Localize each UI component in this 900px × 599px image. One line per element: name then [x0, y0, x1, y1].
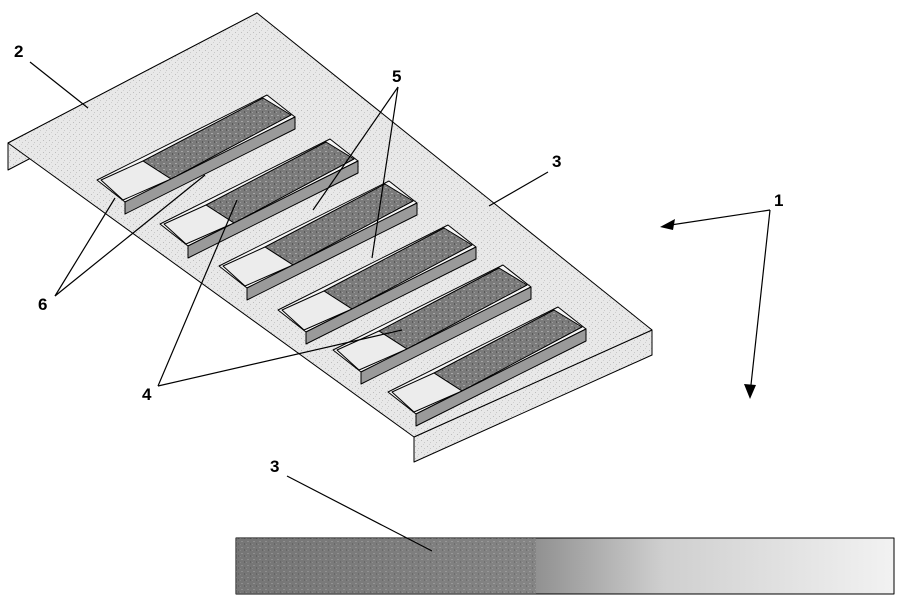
leader-frame — [29, 61, 89, 109]
label-flat-zones: 4 — [142, 385, 152, 404]
leader-slot-b — [54, 174, 206, 297]
slot-4-lip — [305, 246, 477, 345]
leader-zone-b — [157, 329, 403, 387]
reference-numerals: 2 5 3 1 6 4 3 — [14, 42, 783, 476]
leader-recess-b — [371, 86, 399, 259]
rim-detail — [235, 537, 895, 595]
leader-rim — [488, 171, 549, 207]
leader-lines — [29, 61, 771, 552]
label-assembly: 1 — [774, 191, 783, 210]
slot-5-lip — [360, 286, 532, 385]
slot-1-lip — [124, 116, 296, 215]
rim-detail-texture — [236, 538, 536, 594]
label-recesses: 5 — [392, 67, 401, 86]
arrowhead-assembly-b — [744, 384, 756, 399]
label-slots: 6 — [38, 295, 47, 314]
slot-6-lip — [415, 328, 587, 427]
leader-recess-a — [312, 86, 399, 211]
leader-zone-a — [157, 199, 238, 387]
slot-2-lip — [187, 160, 359, 259]
slot-group — [96, 94, 587, 427]
label-frame: 2 — [14, 42, 23, 61]
leader-assembly-a — [663, 209, 771, 227]
leader-assembly-b — [749, 209, 771, 395]
label-rim-detail: 3 — [270, 457, 279, 476]
label-rim: 3 — [552, 152, 561, 171]
slot-3-lip — [246, 202, 418, 301]
arrowhead-assembly-a — [660, 219, 675, 230]
leader-rim-detail — [286, 475, 433, 552]
leader-slot-a — [54, 197, 116, 297]
